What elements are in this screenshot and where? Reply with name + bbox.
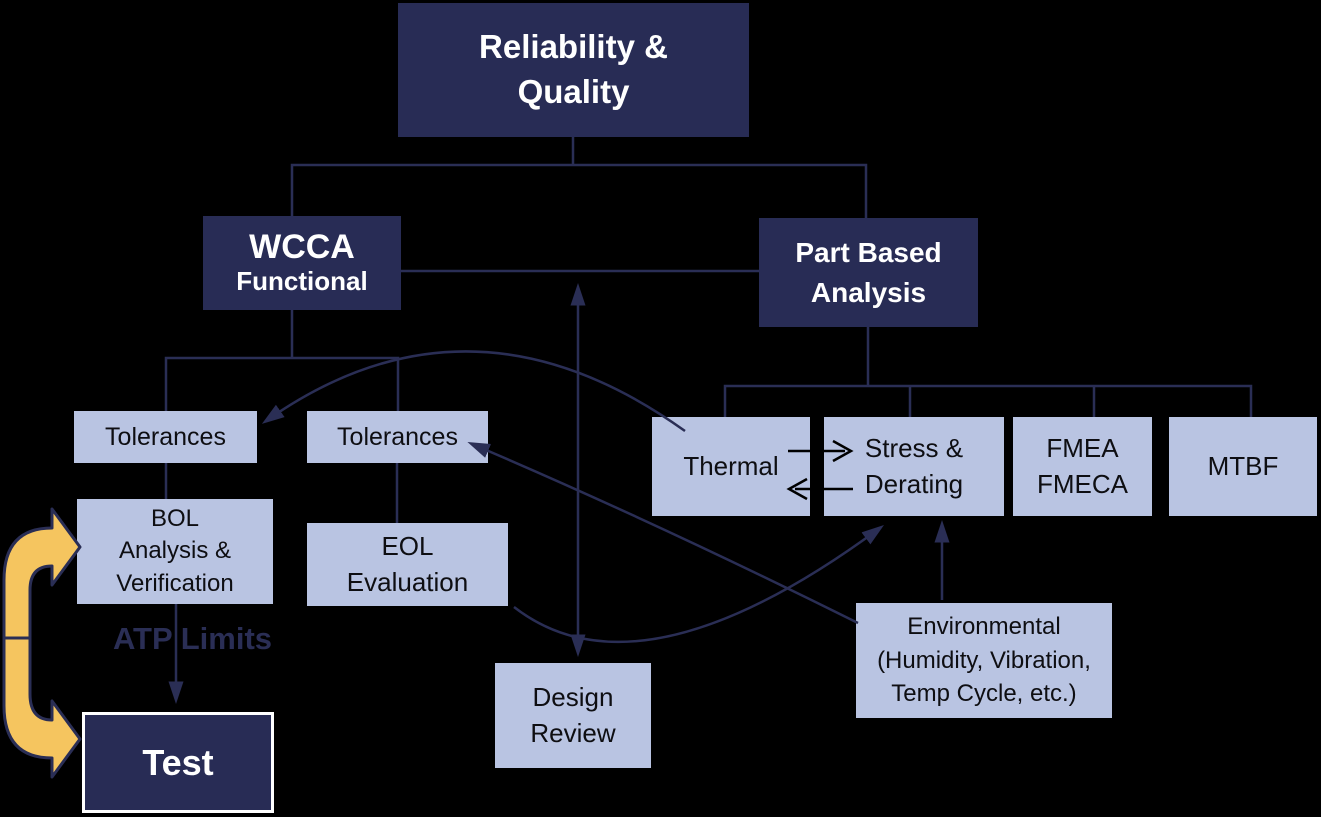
node-fmea-fmeca: FMEA FMECA [1013, 417, 1152, 516]
arrow-eol-stress [513, 525, 885, 644]
node-eol-evaluation: EOL Evaluation [307, 523, 508, 606]
wcca-title: WCCA [249, 227, 355, 266]
node-test: Test [82, 712, 274, 813]
node-part-based-analysis: Part Based Analysis [759, 218, 978, 327]
connector-rq-tree [290, 163, 868, 218]
node-reliability-quality: Reliability & Quality [398, 3, 749, 137]
node-wcca-functional: WCCA Functional [203, 216, 401, 310]
atp-limits-label: ATP Limits [112, 621, 273, 656]
node-bol-analysis-verification: BOL Analysis & Verification [77, 499, 273, 604]
node-tolerances-right: Tolerances [307, 411, 488, 463]
node-stress-derating: Stress & Derating [824, 417, 1004, 516]
node-mtbf: MTBF [1169, 417, 1317, 516]
node-tolerances-left: Tolerances [74, 411, 257, 463]
wcca-subtitle: Functional [236, 266, 368, 297]
connector-wcca-tolerances-tree [164, 310, 400, 411]
yellow-curved-arrow-top [2, 507, 82, 640]
node-thermal: Thermal [652, 417, 810, 516]
node-environmental: Environmental (Humidity, Vibration, Temp… [856, 603, 1112, 718]
connector-partbased-tree [723, 327, 1253, 417]
yellow-curved-arrow-bottom [2, 636, 82, 779]
node-design-review: Design Review [495, 663, 651, 768]
